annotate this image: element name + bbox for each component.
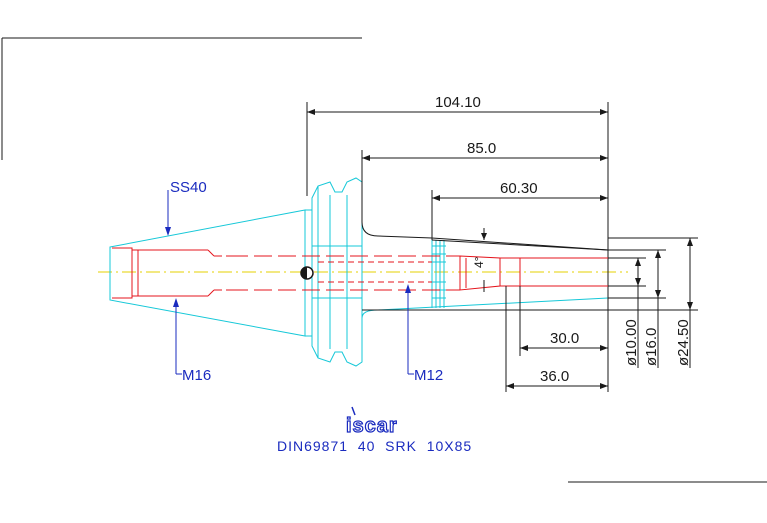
dim-bore-depth: 30.0 bbox=[550, 330, 579, 347]
hidden-features bbox=[112, 247, 608, 299]
dimension-lines bbox=[306, 102, 698, 392]
dim-flange-to-tip: 85.0 bbox=[467, 140, 496, 157]
iscar-logo: iscar bbox=[345, 406, 398, 438]
dim-overall-length: 104.10 bbox=[435, 94, 481, 111]
label-taper: SS40 bbox=[170, 179, 207, 196]
dim-dia-bore: ø10.00 bbox=[623, 319, 640, 366]
body-top-outline bbox=[361, 178, 609, 298]
flange bbox=[311, 177, 363, 367]
drawing-border bbox=[1, 37, 767, 483]
taper-shank bbox=[109, 209, 306, 337]
dim-dia-body: ø24.50 bbox=[675, 319, 692, 366]
rear-thread-bore bbox=[112, 247, 133, 299]
dim-dia-tip: ø16.0 bbox=[643, 328, 660, 366]
label-rear-thread: M16 bbox=[182, 367, 211, 384]
dim-taper-angle: 4° bbox=[472, 256, 486, 268]
dim-collet-length: 60.30 bbox=[500, 180, 538, 197]
leader-lines bbox=[165, 190, 414, 375]
collet-thread-hatch bbox=[431, 240, 446, 308]
part-caption: DIN69871 40 SRK 10X85 bbox=[277, 438, 472, 454]
dim-thread-depth: 36.0 bbox=[540, 368, 569, 385]
label-front-thread: M12 bbox=[414, 367, 443, 384]
logo-text: iscar bbox=[346, 415, 398, 437]
body-neck bbox=[361, 296, 609, 319]
